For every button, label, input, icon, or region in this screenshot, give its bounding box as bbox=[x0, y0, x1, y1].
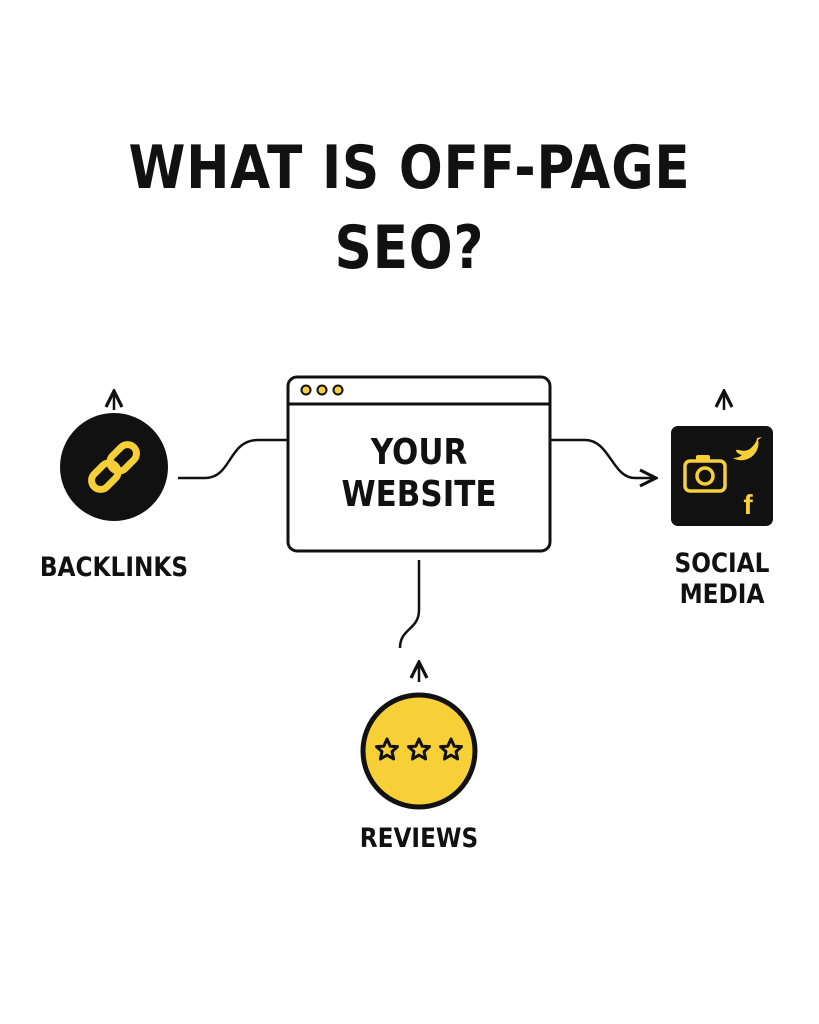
window-dot-icon bbox=[300, 384, 312, 396]
connector-social bbox=[550, 438, 656, 478]
connector-backlinks bbox=[178, 438, 288, 480]
website-label: YOUR WEBSITE bbox=[306, 432, 531, 516]
page-title: WHAT IS OFF-PAGE SEO? bbox=[128, 133, 691, 283]
window-dot-icon bbox=[316, 384, 328, 396]
website-window bbox=[286, 375, 552, 553]
stars-icon bbox=[375, 737, 463, 761]
camera-icon bbox=[683, 455, 727, 493]
social-media-label: SOCIAL MEDIA bbox=[636, 548, 808, 610]
social-media-node: f bbox=[671, 426, 773, 526]
backlinks-node bbox=[60, 413, 168, 521]
website-label-line1: YOUR bbox=[370, 432, 468, 473]
reviews-node bbox=[360, 692, 478, 810]
link-icon bbox=[88, 441, 140, 493]
backlinks-label: BACKLINKS bbox=[39, 552, 189, 583]
reviews-label: REVIEWS bbox=[359, 823, 479, 854]
social-media-label-line2: MEDIA bbox=[679, 579, 765, 610]
facebook-icon: f bbox=[743, 489, 753, 520]
window-dot-icon bbox=[332, 384, 344, 396]
website-label-line2: WEBSITE bbox=[341, 474, 497, 515]
twitter-icon bbox=[733, 437, 762, 461]
social-media-label-line1: SOCIAL bbox=[674, 548, 770, 579]
connector-reviews bbox=[398, 560, 421, 649]
